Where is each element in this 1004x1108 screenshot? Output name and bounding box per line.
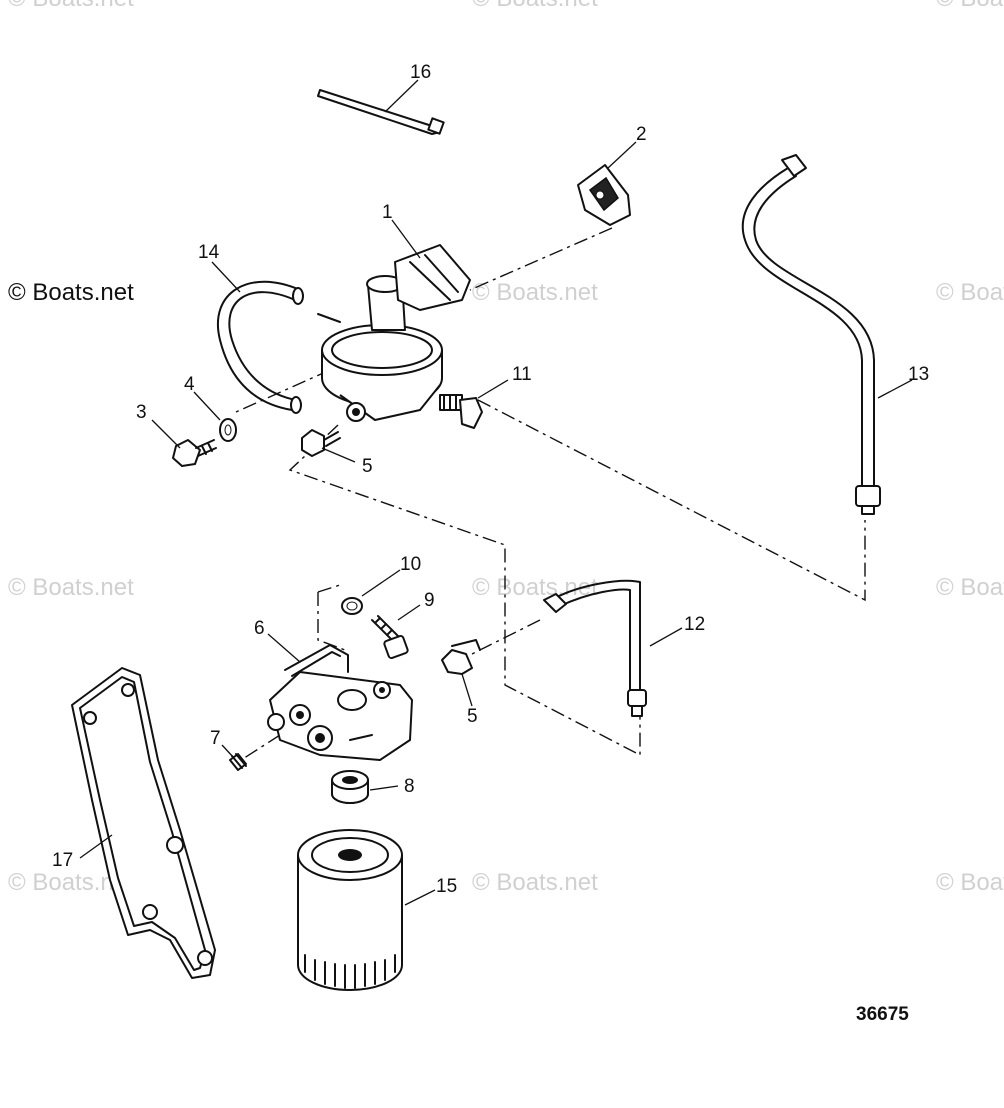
part-10-seal (341, 597, 363, 615)
watermark: © Boats.net (936, 279, 1004, 306)
part-1-fuel-pump (317, 244, 471, 422)
part-15-filter-cartridge (297, 829, 403, 991)
callout-14: 14 (198, 242, 220, 263)
part-4-washer (219, 418, 237, 442)
watermark: © Boats.net (472, 279, 598, 306)
part-9-bolt (371, 615, 409, 660)
part-16-cable-tie (317, 89, 445, 135)
callout-3: 3 (136, 402, 147, 423)
watermark-primary: © Boats.net (8, 279, 134, 306)
part-13-fuel-line (741, 154, 881, 515)
callout-16: 16 (410, 62, 431, 83)
part-5-fitting-lower (441, 639, 481, 675)
part-12-fuel-line (543, 579, 647, 717)
callout-7: 7 (210, 728, 221, 749)
watermark: © Boats.net (472, 0, 598, 12)
callout-2: 2 (636, 124, 647, 145)
watermark: © Boats.net (472, 869, 598, 896)
part-8-adapter (331, 770, 369, 804)
part-14-fuel-hose (217, 280, 304, 414)
callout-15: 15 (436, 876, 457, 897)
figure-number: 36675 (856, 1004, 909, 1025)
callout-10: 10 (400, 554, 421, 575)
callout-5-upper: 5 (362, 456, 373, 477)
callout-13: 13 (908, 364, 929, 385)
part-3-bolt (172, 439, 217, 467)
callout-6: 6 (254, 618, 265, 639)
watermark: © Boats.net (936, 574, 1004, 601)
callout-5-lower: 5 (467, 706, 478, 727)
callout-9: 9 (424, 590, 435, 611)
watermark: © Boats.net (936, 869, 1004, 896)
assembly-centerlines (235, 227, 866, 763)
part-5-fitting-upper (301, 429, 341, 457)
watermark: © Boats.net (936, 0, 1004, 12)
watermark: © Boats.net (8, 574, 134, 601)
callout-labels: 16 2 1 14 3 4 5 11 13 10 9 6 12 5 7 8 15… (52, 62, 929, 897)
part-17-bracket (71, 667, 216, 979)
callout-12: 12 (684, 614, 705, 635)
leader-lines (79, 79, 913, 906)
callout-17: 17 (52, 850, 73, 871)
watermark: © Boats.net (8, 0, 134, 12)
callout-11: 11 (512, 364, 532, 385)
part-6-filter-head (267, 644, 413, 761)
part-11-elbow-fitting (439, 394, 483, 429)
callout-8: 8 (404, 776, 415, 797)
callout-1: 1 (382, 202, 393, 223)
watermark: © Boats.net (472, 574, 598, 601)
callout-4: 4 (184, 374, 195, 395)
part-2-mounting-plate (577, 164, 631, 226)
